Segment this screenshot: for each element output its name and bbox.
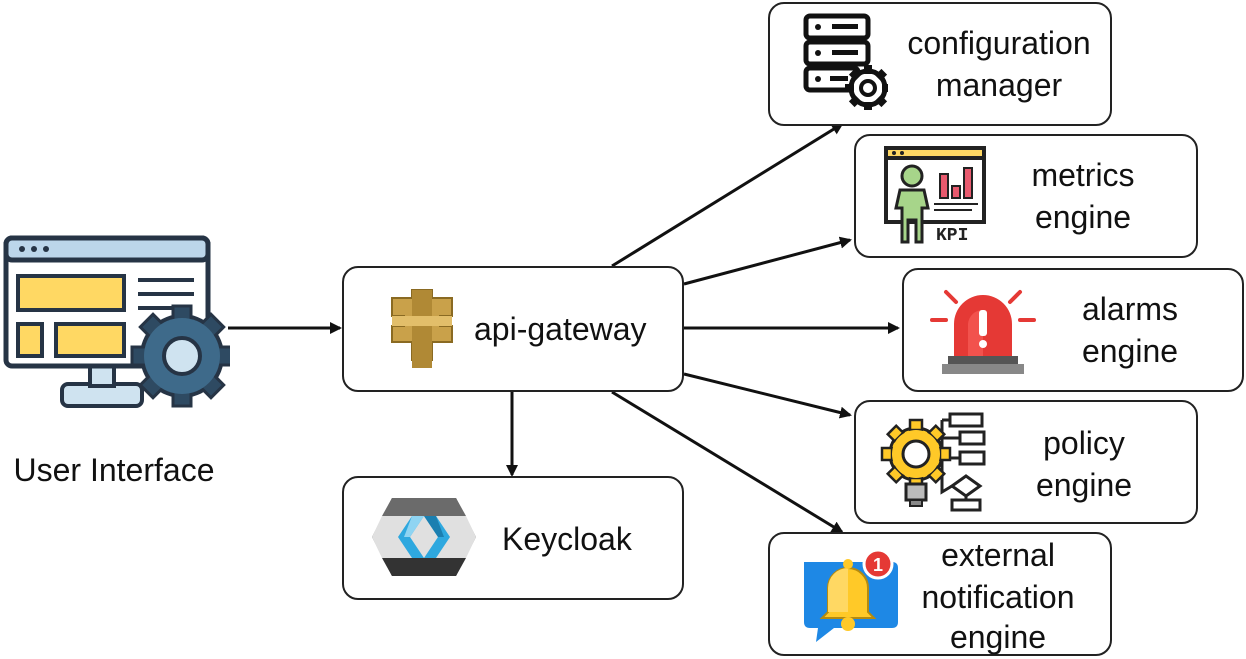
metrics-engine-label-line2: engine — [1034, 199, 1132, 235]
alarms-engine-label-line2: engine — [1081, 333, 1179, 369]
metrics-engine-label-line1: metrics — [1031, 157, 1135, 193]
arrow-gateway-to-notification — [611, 390, 844, 534]
api-gateway-label: api-gateway — [474, 311, 647, 347]
configuration-manager-label-line2: manager — [935, 67, 1063, 103]
external-notification-label-line1: external — [941, 537, 1055, 573]
arrow-gateway-to-policy — [683, 372, 852, 419]
configuration-manager-label-line1: configuration — [907, 25, 1091, 61]
monitor-settings-icon — [2, 234, 234, 418]
kpi-dashboard-icon: KPI — [882, 144, 988, 246]
external-notification-label-line3: engine — [949, 619, 1047, 655]
policy-engine-label-line1: policy — [1043, 425, 1125, 461]
keycloak-icon — [368, 494, 480, 580]
arrow-gateway-to-metrics — [683, 236, 852, 286]
user-interface-label: User Interface — [13, 452, 215, 488]
external-notification-label-line2: notification — [921, 579, 1075, 615]
server-gear-icon — [802, 12, 891, 111]
kpi-icon-text: KPI — [936, 226, 968, 246]
siren-icon — [928, 280, 1038, 378]
gear-flowchart-icon — [880, 410, 990, 514]
arrow-gateway-to-config — [611, 122, 844, 268]
policy-engine-label-line2: engine — [1035, 467, 1133, 503]
notification-bell-icon: 1 — [798, 542, 902, 644]
api-gateway-icon — [384, 286, 460, 372]
keycloak-label: Keycloak — [502, 521, 632, 557]
notification-badge-count: 1 — [873, 555, 883, 575]
alarms-engine-label-line1: alarms — [1081, 291, 1178, 327]
